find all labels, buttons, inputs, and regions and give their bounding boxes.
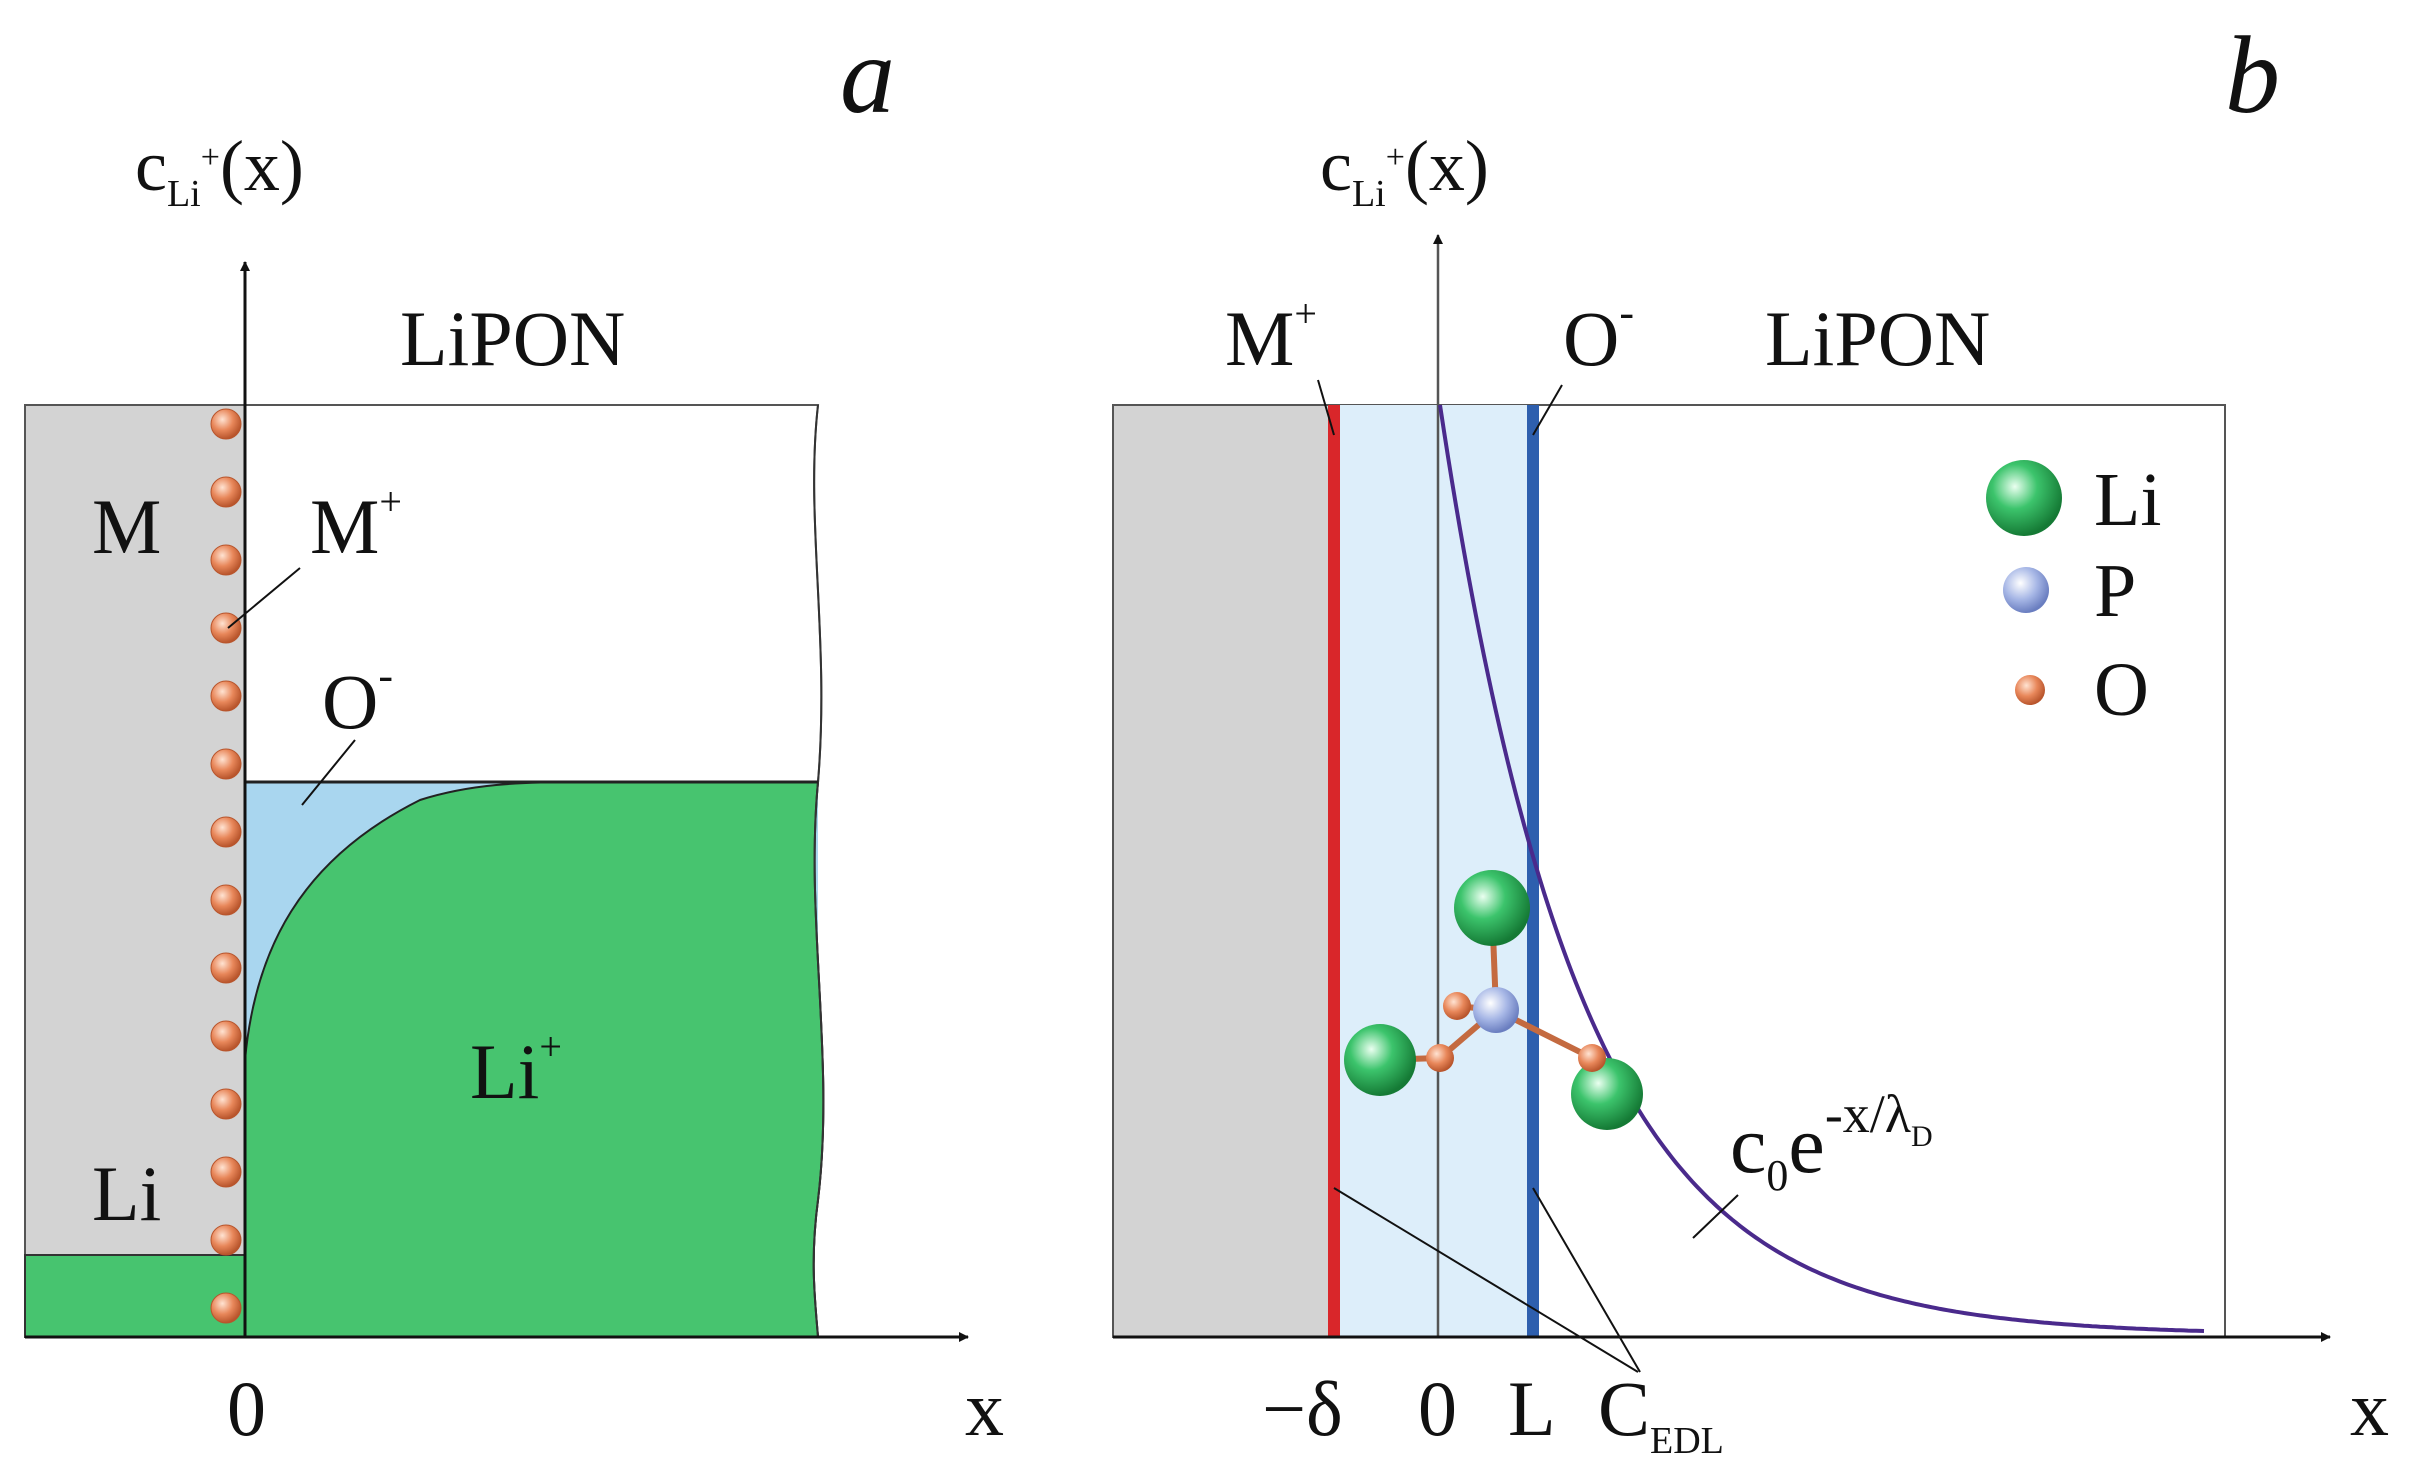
tick-label-zero: 0 — [1418, 1365, 1457, 1452]
oxygen-dot — [210, 884, 242, 916]
lipon-molecule — [1344, 870, 1643, 1130]
oxygen-dot — [210, 544, 242, 576]
electrolyte-label-b: LiPON — [1765, 295, 1990, 382]
li-atom — [1344, 1024, 1416, 1096]
li-atom — [1571, 1058, 1643, 1130]
p-atom — [1473, 987, 1519, 1033]
capacitance-label: CEDL — [1598, 1365, 1724, 1462]
legend-p-icon — [2003, 567, 2049, 613]
legend-li-icon — [1986, 460, 2062, 536]
cedl-leader-right — [1532, 1187, 1641, 1373]
metal-ion-leader-b — [1317, 379, 1335, 436]
x-axis-label-a: x — [965, 1365, 1004, 1452]
oxygen-dot — [210, 1292, 242, 1324]
tick-label-L: L — [1508, 1365, 1556, 1452]
lithium-strip — [24, 1254, 246, 1338]
metal-ion-leader-a — [227, 567, 301, 629]
oxygen-dot — [210, 408, 242, 440]
metal-ion-plane — [1328, 405, 1340, 1337]
oxygen-dot — [210, 952, 242, 984]
curve-label-leader — [1692, 1194, 1739, 1239]
oxygen-dot — [210, 1088, 242, 1120]
debye-decay-curve — [1438, 404, 2205, 1333]
oxygen-dot-column — [210, 408, 242, 1324]
oxygen-dot — [210, 476, 242, 508]
metal-ion-label-a: M+ — [310, 479, 402, 570]
oxygen-ion-leader-b — [1532, 384, 1563, 436]
oxygen-ion-label-a: O- — [322, 651, 393, 745]
legend: Li P O — [1986, 458, 2162, 732]
panel-b: Li P O b cLi+(x) M+ O- LiPON c0e-x/λD −δ… — [1112, 14, 2389, 1462]
x-axis-label-b: x — [2350, 1365, 2389, 1452]
origin-label-a: 0 — [227, 1365, 266, 1452]
li-ion-label: Li+ — [470, 1024, 562, 1115]
panel-a: a cLi+(x) LiPON M M+ O- Li Li+ 0 x — [24, 14, 1004, 1452]
lithium-label: Li — [92, 1150, 161, 1237]
oxygen-dot — [210, 1156, 242, 1188]
oxygen-ion-label-b: O- — [1563, 288, 1634, 382]
legend-o-icon — [2015, 675, 2045, 705]
li-atom — [1454, 870, 1530, 946]
oxygen-ion-plane — [1527, 405, 1539, 1337]
tick-label-minus-delta: −δ — [1262, 1365, 1343, 1452]
cedl-leader-left — [1333, 1187, 1639, 1373]
y-axis-label-b: cLi+(x) — [1320, 126, 1489, 215]
y-axis-label-a: cLi+(x) — [135, 126, 304, 215]
metal-region-b — [1112, 404, 1334, 1338]
oxygen-dot — [210, 680, 242, 712]
oxygen-dot — [210, 1224, 242, 1256]
metal-ion-label-b: M+ — [1225, 291, 1317, 382]
oxygen-ion-leader-a — [301, 739, 356, 806]
curve-label: c0e-x/λD — [1730, 1084, 1933, 1200]
metal-region-a — [24, 404, 246, 1338]
electrolyte-label-a: LiPON — [400, 295, 625, 382]
panel-label-a: a — [840, 14, 895, 136]
legend-o-label: O — [2094, 648, 2149, 732]
metal-label-a: M — [92, 483, 161, 570]
oxygen-dot — [210, 612, 242, 644]
o-atom — [1426, 1044, 1454, 1072]
o-atom — [1443, 992, 1471, 1020]
edl-band — [1337, 405, 1533, 1337]
oxygen-dot — [210, 816, 242, 848]
o-atom — [1578, 1044, 1606, 1072]
electrolyte-edge-a — [812, 404, 825, 1338]
panel-label-b: b — [2225, 14, 2280, 136]
legend-li-label: Li — [2094, 458, 2162, 542]
oxygen-dot — [210, 748, 242, 780]
oxygen-dot — [210, 1020, 242, 1052]
legend-p-label: P — [2094, 549, 2136, 633]
